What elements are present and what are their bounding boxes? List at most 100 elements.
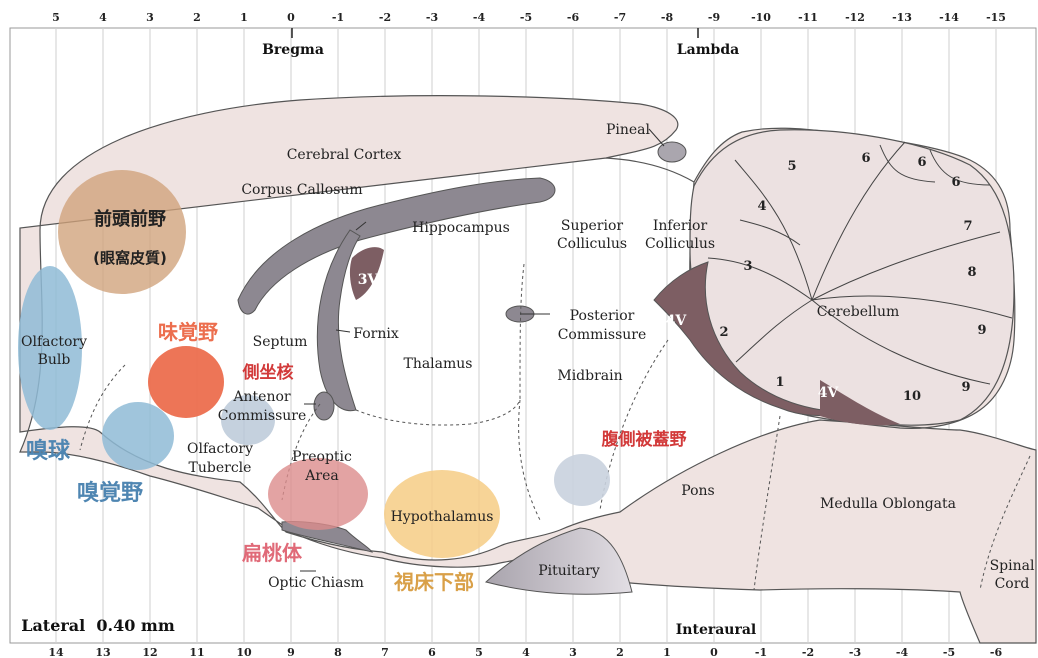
top-scale-tick: 1 [240,11,248,24]
bottom-scale: 14131211109876543210-1-2-3-4-5-6 [48,646,1002,658]
top-scale-tick: -2 [379,11,391,24]
prefrontal-jp-label: 前頭前野 [94,208,166,230]
posterior-commissure-label-2: Commissure [558,327,647,343]
top-scale-tick: -6 [567,11,580,24]
lobule-number: 8 [967,265,976,280]
olfactory-bulb-label-2: Bulb [38,352,71,368]
lobule-number: 9 [977,323,986,338]
top-scale-tick: -8 [661,11,674,24]
top-scale-tick: -11 [798,11,818,24]
pineal-label: Pineal [606,122,651,138]
optic-chiasm-label: Optic Chiasm [268,575,364,591]
olfactory-tubercle-label-1: Olfactory [187,441,253,457]
interaural-label: Interaural [676,622,757,638]
top-scale-tick: -5 [520,11,532,24]
posterior-commissure-label-1: Posterior [570,308,635,324]
third-ventricle-label: 3V [358,272,380,288]
lobule-number: 10 [903,389,921,404]
bottom-scale-tick: 8 [334,646,342,658]
lobule-number: 4 [757,199,766,214]
cerebral-cortex-label: Cerebral Cortex [287,147,402,163]
top-scale-tick: -10 [751,11,771,24]
fourth-ventricle-label-a: 4V [666,313,688,329]
accumbens-jp-label: 側坐核 [242,362,294,383]
anterior-commissure-label-1: Antenor [232,389,290,405]
bottom-scale-tick: -3 [849,646,861,658]
lobule-number: 6 [951,175,960,190]
lobule-number: 3 [743,259,752,274]
lobule-number: 7 [963,219,972,234]
bottom-scale-tick: -2 [802,646,814,658]
lambda-label: Lambda [677,42,739,58]
anterior-commissure-label-2: Commissure [218,408,307,424]
olfactory-cortex-jp-label: 嗅覚野 [77,480,143,506]
bottom-scale-tick: 10 [236,646,252,658]
bottom-scale-tick: 4 [522,646,530,658]
lobule-number: 6 [917,155,926,170]
top-scale-tick: 0 [287,11,295,24]
lobule-number: 9 [961,380,970,395]
bottom-scale-tick: 11 [189,646,204,658]
lateral-label: Lateral 0.40 mm [21,616,175,635]
bottom-scale-tick: 2 [616,646,624,658]
hypothalamus-label: Hypothalamus [391,509,494,525]
bottom-scale-tick: 13 [95,646,110,658]
olfactory-bulb-jp-label: 嗅球 [26,438,71,464]
olfactory-bulb-label-1: Olfactory [21,334,87,350]
olfactory-tubercle-label-2: Tubercle [189,460,252,476]
hypothalamus-jp-label: 視床下部 [393,570,474,594]
spinal-cord-label-2: Cord [995,576,1030,592]
hippocampus-label: Hippocampus [412,220,510,236]
lobule-number: 5 [787,159,796,174]
fornix-label: Fornix [353,326,399,342]
top-scale-tick: 3 [146,11,154,24]
top-scale-tick: 4 [99,11,107,24]
gustatory-jp-label: 味覚野 [158,320,218,344]
septum-label: Septum [253,334,308,350]
bottom-scale-tick: -5 [943,646,955,658]
top-scale-tick: -12 [845,11,865,24]
cerebellum-label: Cerebellum [817,304,899,320]
bottom-scale-tick: 3 [569,646,577,658]
lobule-number: 2 [719,325,728,340]
vta-jp-label: 腹側被蓋野 [602,429,687,450]
top-scale-tick: 5 [52,11,60,24]
superior-colliculus-label-1: Superior [561,218,623,234]
pituitary-label: Pituitary [538,563,600,579]
spinal-cord-label-1: Spinal [990,558,1035,574]
top-scale-tick: -14 [939,11,959,24]
prefrontal-area [58,170,186,294]
bottom-scale-tick: 1 [663,646,671,658]
amygdala-jp-label: 扁桃体 [242,541,303,565]
superior-colliculus-label-2: Colliculus [557,236,627,252]
anterior-commissure-shape [314,392,334,420]
inferior-colliculus-label-2: Colliculus [645,236,715,252]
thalamus-label: Thalamus [403,356,472,372]
vta-area [554,454,610,506]
fourth-ventricle-label-b: 4V [818,385,840,401]
top-scale-tick: -7 [614,11,626,24]
top-scale-tick: -3 [426,11,438,24]
bottom-scale-tick: -4 [896,646,909,658]
top-scale-tick: -15 [986,11,1006,24]
pineal-shape [658,142,686,162]
bregma-label: Bregma [262,42,324,58]
bottom-scale-tick: 5 [475,646,483,658]
inferior-colliculus-label-1: Inferior [653,218,708,234]
prefrontal-sub-jp-label: (眼窩皮質) [93,249,167,267]
olfactory-cortex-area [102,402,174,470]
top-scale-tick: -1 [332,11,344,24]
top-scale-tick: -9 [708,11,720,24]
medulla-label: Medulla Oblongata [820,496,956,512]
preoptic-area-label-1: Preoptic [292,449,352,465]
midbrain-label: Midbrain [557,368,622,384]
bottom-scale-tick: -1 [755,646,767,658]
pons-label: Pons [681,483,714,499]
bottom-scale-tick: 0 [710,646,718,658]
bottom-scale-tick: 7 [381,646,389,658]
top-scale-tick: 2 [193,11,201,24]
top-scale-tick: -4 [473,11,486,24]
bottom-scale-tick: 9 [287,646,295,658]
